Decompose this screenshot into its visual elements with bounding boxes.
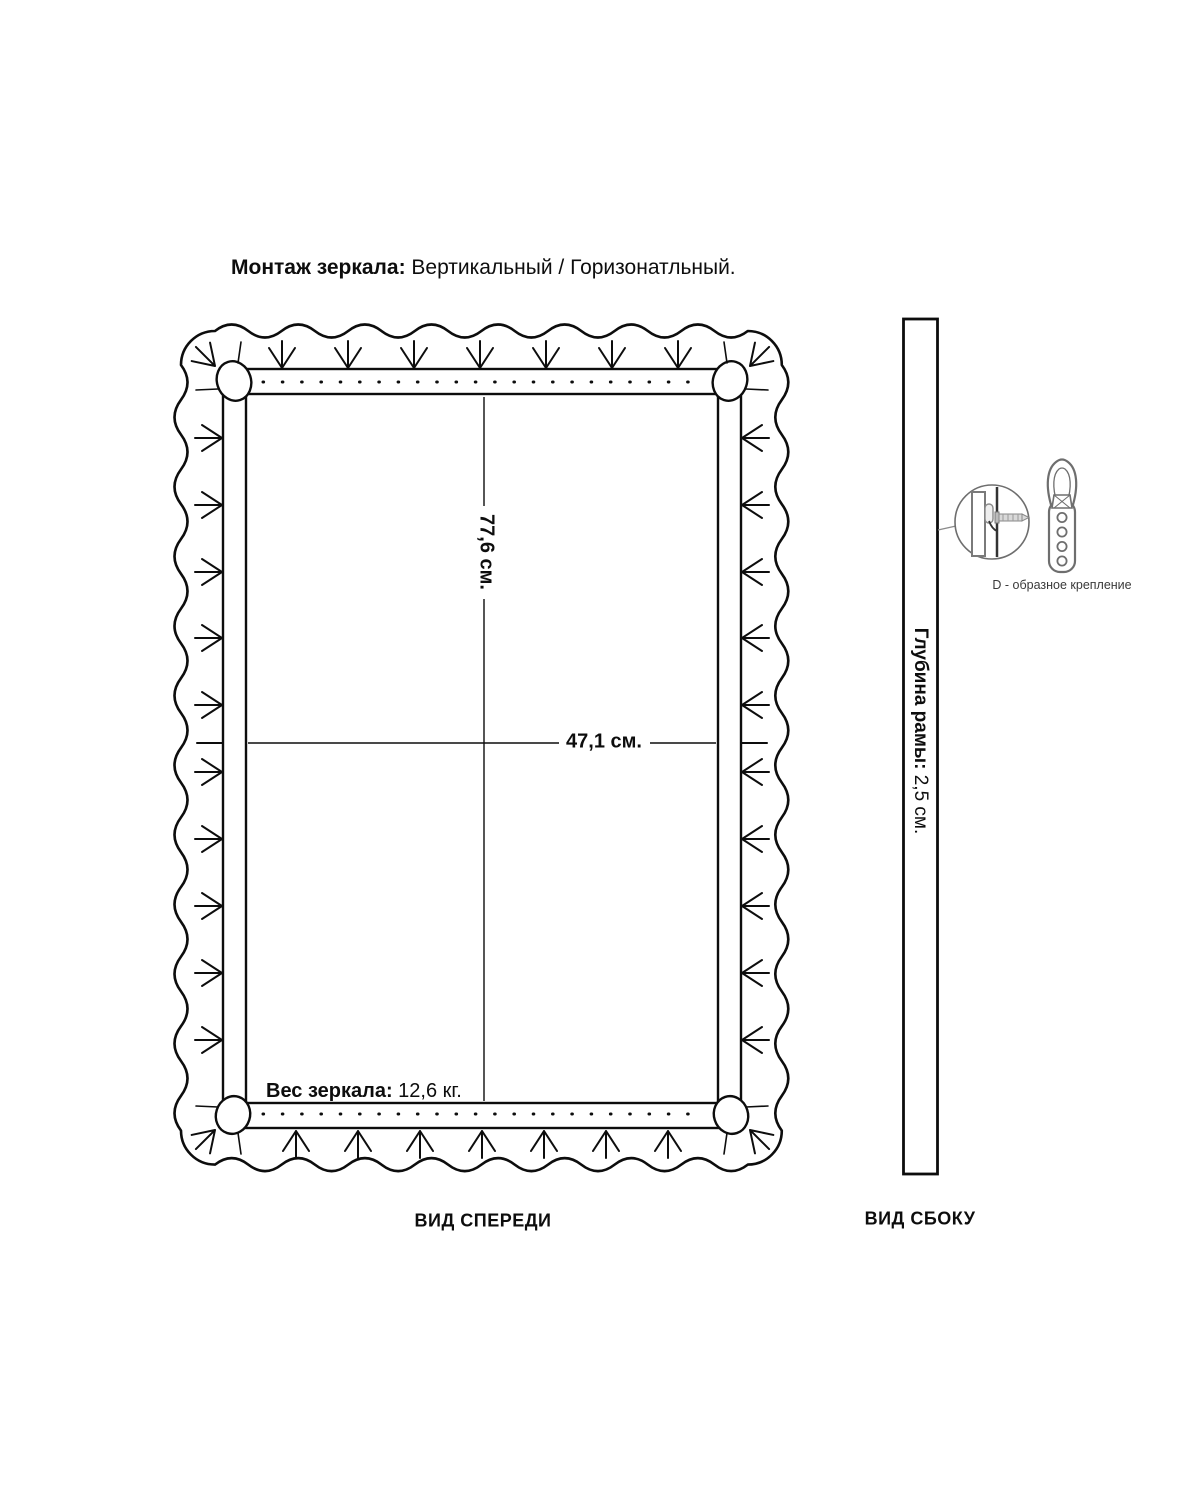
side-view-drawing [902, 317, 1078, 1176]
corner-arrows [185, 336, 780, 1160]
side-view-caption: ВИД СБОКУ [864, 1208, 976, 1229]
width-dimension-label: 47,1 см. [566, 730, 642, 753]
d-ring-hanger-icon [1046, 458, 1078, 574]
dimension-lines [248, 397, 716, 1101]
mounting-note: Монтаж зеркала: Вертикальный / Горизонат… [231, 256, 736, 280]
frame-profile-bar [902, 317, 939, 1176]
frame-depth-value: 2,5 см. [910, 769, 931, 835]
frame-inner-band [221, 367, 743, 1130]
mirror-weight-label: Вес зеркала: [266, 1080, 393, 1102]
inward-arrows-left [194, 424, 223, 1054]
front-view-caption: ВИД СПЕРЕДИ [414, 1210, 552, 1231]
frame-depth-label: Глубина рамы: [910, 627, 931, 770]
frame-depth-note: Глубина рамы: 2,5 см. [909, 628, 931, 835]
inward-arrows-right [741, 424, 770, 1054]
mirror-weight-value: 12,6 кг. [392, 1080, 462, 1102]
mounting-note-value: Вертикальный / Горизонатльный. [405, 256, 736, 279]
band-stitch-dots [261, 380, 704, 1116]
screw-icon [994, 511, 1031, 524]
d-ring-mount-label: D - образное крепление [992, 578, 1132, 592]
front-view-drawing [173, 323, 790, 1173]
mirror-weight-note: Вес зеркала: 12,6 кг. [266, 1080, 462, 1103]
inward-arrows-bottom [282, 1130, 682, 1159]
mounting-note-label: Монтаж зеркала: [231, 256, 406, 279]
corner-ornaments [214, 360, 750, 1136]
height-dimension-label: 77,6 см. [475, 514, 498, 590]
inward-arrows-top [268, 340, 692, 369]
mounting-detail-icon [954, 484, 1031, 560]
frame-scalloped-outline [173, 323, 790, 1173]
detail-leader-line [937, 525, 957, 531]
